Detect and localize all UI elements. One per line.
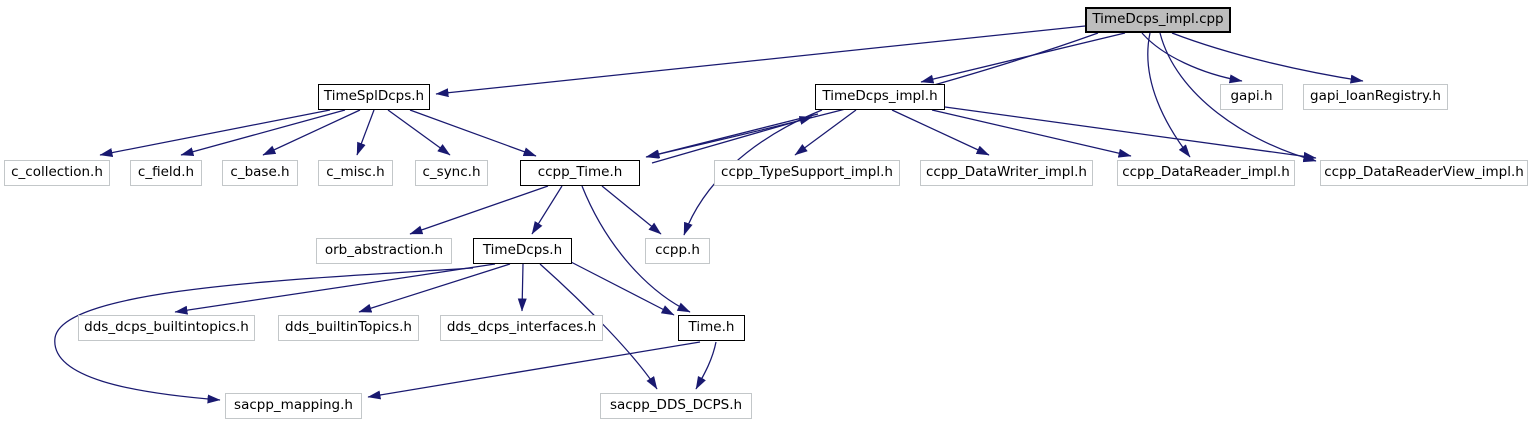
graph-node-ccpp: ccpp.h — [645, 238, 710, 264]
include-edge-timedcps-to-sacpp_dds — [539, 263, 658, 390]
graph-node-c_sync: c_sync.h — [415, 160, 488, 186]
include-edge-spldcps-to-ccpp_time — [409, 109, 537, 157]
include-edge-impl_h-to-datawriter — [891, 109, 990, 156]
graph-node-ccpp_time[interactable]: ccpp_Time.h — [520, 160, 640, 186]
include-edge-spldcps-to-c_misc — [356, 109, 375, 156]
include-edge-ccpp_time-to-orb — [409, 185, 549, 235]
include-edge-cpp-to-gapi_loan — [1171, 32, 1364, 84]
include-edge-timedcps-to-dds_bt — [358, 263, 511, 313]
graph-node-c_base: c_base.h — [222, 160, 298, 186]
graph-node-datawriter: ccpp_DataWriter_impl.h — [920, 160, 1093, 186]
include-edge-impl_h-to-datareader — [931, 109, 1132, 158]
graph-node-cpp: TimeDcps_impl.cpp — [1085, 7, 1231, 33]
graph-node-datareaderview: ccpp_DataReaderView_impl.h — [1320, 160, 1528, 186]
include-edge-cpp-to-datareader — [1147, 32, 1191, 158]
include-edge-time_h-to-sacpp_dds — [695, 341, 717, 390]
include-edge-ccpp_time-to-time_h — [581, 185, 691, 313]
graph-node-c_misc: c_misc.h — [318, 160, 393, 186]
include-edge-impl_h-to-datareaderview — [944, 106, 1317, 161]
graph-node-c_collection: c_collection.h — [4, 160, 110, 186]
graph-node-impl_h[interactable]: TimeDcps_impl.h — [815, 84, 945, 110]
include-edge-ccpp_time-to-ccpp — [601, 185, 662, 235]
include-edge-timedcps-to-time_h — [570, 261, 675, 316]
graph-node-typesupport: ccpp_TypeSupport_impl.h — [714, 160, 900, 186]
include-edge-spldcps-to-c_base — [262, 109, 361, 156]
include-edge-spldcps-to-c_field — [180, 109, 346, 157]
include-edge-ccpp_time-to-timedcps — [531, 185, 563, 235]
graph-node-timedcps[interactable]: TimeDcps.h — [473, 238, 572, 264]
graph-node-dds_ifaces: dds_dcps_interfaces.h — [440, 315, 603, 341]
include-edge-impl_h-to-typesupport — [794, 109, 857, 156]
include-edge-time_h-to-sacpp_map — [367, 341, 701, 400]
graph-node-dds_bt: dds_builtinTopics.h — [278, 315, 419, 341]
include-edge-cpp-to-spldcps — [435, 25, 1086, 98]
include-edge-spldcps-to-c_collection — [99, 109, 331, 158]
graph-node-c_field: c_field.h — [130, 160, 202, 186]
include-edge-timedcps-to-sacpp_map — [54, 267, 474, 404]
graph-node-gapi: gapi.h — [1220, 84, 1283, 110]
graph-node-orb: orb_abstraction.h — [316, 238, 452, 264]
graph-node-sacpp_dds: sacpp_DDS_DCPS.h — [600, 393, 752, 419]
graph-node-spldcps[interactable]: TimeSplDcps.h — [318, 84, 430, 110]
include-edge-ccpp_time-to-impl_h — [651, 116, 813, 164]
graph-node-sacpp_map: sacpp_mapping.h — [225, 393, 362, 419]
graph-node-datareader: ccpp_DataReader_impl.h — [1117, 160, 1295, 186]
include-edge-impl_h-to-ccpp_time — [646, 113, 819, 159]
graph-node-time_h[interactable]: Time.h — [678, 315, 745, 341]
include-edge-cpp-to-datareaderview — [1159, 32, 1317, 163]
graph-node-gapi_loan: gapi_loanRegistry.h — [1303, 84, 1448, 110]
include-edge-timedcps-to-dds_ifaces — [517, 263, 527, 312]
graph-node-dds_dcps_bt: dds_dcps_builtintopics.h — [78, 315, 255, 341]
include-edge-spldcps-to-c_sync — [387, 109, 451, 156]
include-edge-timedcps-to-dds_dcps_bt — [174, 263, 496, 315]
include-edge-cpp-to-impl_h — [920, 32, 1126, 84]
